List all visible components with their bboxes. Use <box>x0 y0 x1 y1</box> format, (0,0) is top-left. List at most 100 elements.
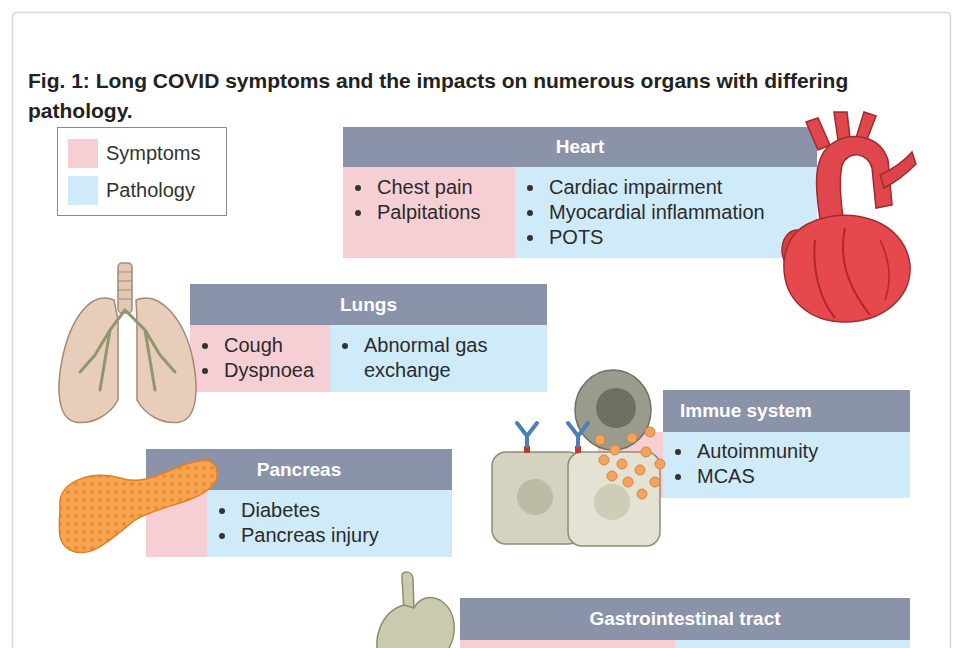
bullet-item: Chest pain <box>343 175 515 200</box>
heart-illustration <box>880 240 889 300</box>
immune-cells-illustration <box>575 446 581 453</box>
legend-row: Symptoms <box>68 139 226 168</box>
bullet-dot <box>527 210 533 216</box>
immune-cells-illustration <box>617 459 627 469</box>
bullet-item: Diabetes <box>207 498 452 523</box>
pathology-area <box>675 640 910 648</box>
lungs-illustration <box>59 298 118 422</box>
immune-cells-illustration <box>595 435 605 445</box>
bullet-text: Diabetes <box>241 498 452 523</box>
pathology-box: Cardiac impairmentMyocardial inflammatio… <box>515 167 817 258</box>
immune-cells-illustration <box>575 370 651 450</box>
bullet-text: Myocardial inflammation <box>549 200 817 225</box>
symptoms-area <box>598 432 663 498</box>
bullet-dot <box>675 449 681 455</box>
organ-panel: Immue systemAutoimmunityMCAS <box>663 390 910 498</box>
lungs-illustration <box>118 272 132 299</box>
bullet-list: DiabetesPancreas injury <box>207 490 452 548</box>
immune-cells-illustration <box>650 477 660 487</box>
heart-illustration <box>782 112 916 322</box>
symptoms-area <box>460 640 675 648</box>
immune-cells-illustration <box>637 489 647 499</box>
bullet-dot <box>202 368 208 374</box>
bullet-dot <box>527 235 533 241</box>
panel-header: Pancreas <box>146 449 452 490</box>
heart-illustration <box>806 118 830 150</box>
bullet-list: CoughDyspnoea <box>190 325 330 383</box>
bullet-text: POTS <box>549 225 817 250</box>
bullet-list: Cardiac impairmentMyocardial inflammatio… <box>515 167 817 250</box>
heart-illustration <box>817 137 892 232</box>
immune-cells-illustration <box>635 465 645 475</box>
panel-title: Gastrointestinal tract <box>589 608 780 630</box>
bullet-dot <box>355 185 361 191</box>
bullet-text: Cough <box>224 333 330 358</box>
immune-cells-illustration <box>596 388 636 428</box>
bullet-item: Cough <box>190 333 330 358</box>
immune-cells-illustration <box>623 477 633 487</box>
organ-panel: LungsCoughDyspnoea Abnormal gas exchange <box>190 284 547 392</box>
immune-cells-illustration <box>492 370 665 546</box>
heart-illustration <box>784 215 910 322</box>
bullet-text: Chest pain <box>377 175 515 200</box>
immune-cells-illustration <box>655 459 665 469</box>
bullet-dot <box>342 343 348 349</box>
immune-cells-illustration <box>610 445 620 455</box>
figure-title: Fig. 1: Long COVID symptoms and the impa… <box>28 66 933 126</box>
bullet-text: Abnormal gas exchange <box>364 333 547 383</box>
panel-header: Heart <box>343 127 817 167</box>
panel-title: Lungs <box>340 294 397 316</box>
legend-swatch <box>68 176 98 205</box>
stomach-illustration <box>402 572 414 612</box>
pathology-box: AutoimmunityMCAS <box>663 432 910 498</box>
legend-row: Pathology <box>68 176 226 205</box>
legend-swatch <box>68 139 98 168</box>
immune-cells-illustration <box>627 433 637 443</box>
bullet-text: Pancreas injury <box>241 523 452 548</box>
bullet-dot <box>219 533 225 539</box>
heart-illustration <box>843 228 870 315</box>
bullet-item: Myocardial inflammation <box>515 200 817 225</box>
lungs-illustration <box>59 263 196 423</box>
immune-cells-illustration <box>641 447 651 457</box>
immune-cells-illustration <box>594 484 630 520</box>
pancreas-illustration <box>59 460 217 553</box>
bullet-dot <box>355 210 361 216</box>
symptoms-area <box>146 490 207 557</box>
heart-illustration <box>782 230 812 270</box>
bullet-dot <box>675 474 681 480</box>
heart-illustration <box>880 152 916 188</box>
immune-cells-illustration <box>517 423 537 446</box>
symptoms-box: Chest painPalpitations <box>343 167 515 258</box>
panel-header: Lungs <box>190 284 547 325</box>
organ-panel: Gastrointestinal tract <box>460 598 910 648</box>
bullet-text: Palpitations <box>377 200 515 225</box>
bullet-list: Abnormal gas exchange <box>330 325 547 383</box>
bullet-text: Cardiac impairment <box>549 175 817 200</box>
lungs-illustration <box>80 310 175 390</box>
bullet-list: AutoimmunityMCAS <box>663 432 910 489</box>
lungs-illustration <box>118 263 132 313</box>
immune-cells-illustration <box>595 427 665 499</box>
stomach-illustration <box>377 598 454 648</box>
legend-label: Pathology <box>106 179 195 202</box>
bullet-item: Abnormal gas exchange <box>330 333 547 383</box>
bullet-text: Dyspnoea <box>224 358 330 383</box>
organ-panel: HeartChest painPalpitationsCardiac impai… <box>343 127 817 258</box>
symptoms-box: CoughDyspnoea <box>190 325 330 392</box>
bullet-item: Cardiac impairment <box>515 175 817 200</box>
legend-label: Symptoms <box>106 142 200 165</box>
bullet-item: Pancreas injury <box>207 523 452 548</box>
panel-header: Gastrointestinal tract <box>460 598 910 640</box>
heart-illustration <box>814 240 835 318</box>
panel-title: Immue system <box>680 400 812 422</box>
stomach-illustration <box>377 572 454 648</box>
immune-cells-illustration <box>492 452 582 544</box>
bullet-dot <box>527 185 533 191</box>
bullet-dot <box>219 508 225 514</box>
pathology-box: DiabetesPancreas injury <box>207 490 452 557</box>
heart-illustration <box>856 112 876 142</box>
bullet-item: POTS <box>515 225 817 250</box>
bullet-text: MCAS <box>697 464 910 489</box>
